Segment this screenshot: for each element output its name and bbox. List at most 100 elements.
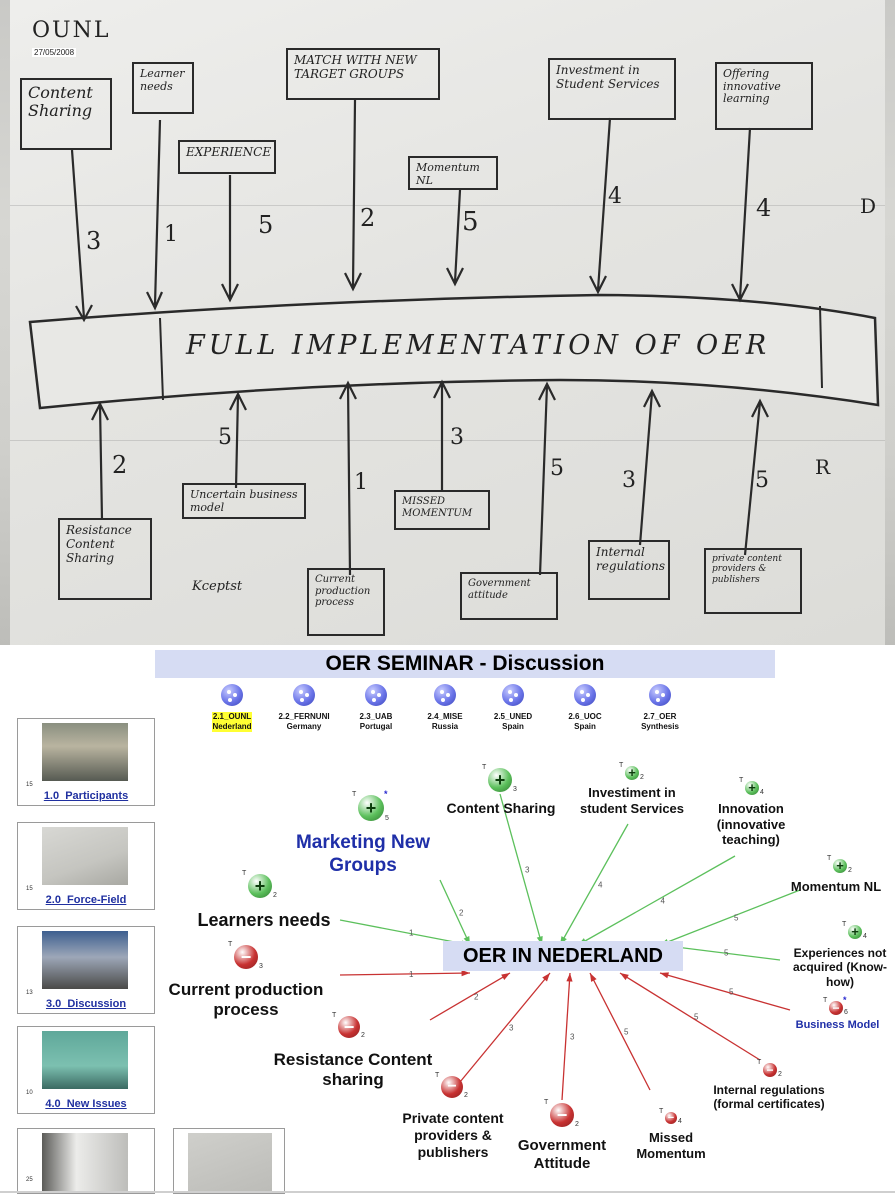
plus-circle-icon[interactable]: + — [358, 795, 384, 821]
node-label[interactable]: Government Attitude — [517, 1137, 607, 1172]
force-box: Uncertain business model — [182, 483, 306, 519]
type-marker: T — [659, 1108, 664, 1115]
type-marker: T — [739, 777, 744, 784]
thumbnail-caption[interactable]: 1.0_Participants — [43, 790, 129, 802]
thumbnail-count: 10 — [26, 1090, 33, 1096]
type-marker: T — [757, 1059, 762, 1066]
node-label[interactable]: Internal regulations (formal certificate… — [713, 1083, 825, 1112]
thumbnail-participants[interactable]: 15 1.0_Participants — [17, 718, 155, 806]
force-weight: 3 — [86, 227, 102, 255]
node-label[interactable]: Content Sharing — [446, 800, 556, 816]
force-arrow — [229, 391, 247, 489]
thumbnail-caption[interactable]: 4.0_New Issues — [45, 1098, 127, 1110]
node-label[interactable]: Learners needs — [197, 910, 331, 930]
thumbnail-count: 25 — [26, 1177, 33, 1183]
thumbnail-caption[interactable]: 2.0_Force-Field — [45, 894, 127, 906]
minus-circle-icon[interactable]: − — [338, 1016, 360, 1038]
thumbnail-image — [42, 827, 128, 885]
force-weight: 2 — [360, 204, 376, 232]
pro-edge — [577, 855, 736, 946]
con-arrowhead — [501, 973, 510, 980]
node-label[interactable]: Investiment in student Services — [579, 785, 685, 816]
thumbnail-discussion[interactable]: 13 3.0_Discussion — [17, 926, 155, 1014]
pro-edge — [339, 919, 471, 946]
force-weight: 2 — [112, 451, 128, 479]
pro-edge — [559, 823, 629, 946]
node-label[interactable]: Missed Momentum — [636, 1130, 706, 1161]
type-marker: T — [352, 791, 357, 798]
plus-circle-icon[interactable]: + — [833, 859, 847, 873]
map-node-icon — [365, 684, 387, 706]
node-label[interactable]: Momentum NL — [790, 879, 882, 894]
thumbnail-count: 15 — [26, 782, 33, 788]
map-node-icon — [574, 684, 596, 706]
force-arrow — [731, 127, 752, 303]
minus-circle-icon[interactable]: − — [441, 1076, 463, 1098]
edge-weight-label: 1 — [409, 929, 414, 938]
plus-circle-icon[interactable]: + — [248, 874, 272, 898]
force-weight: 5 — [258, 211, 274, 239]
con-arrowhead — [620, 973, 629, 981]
con-arrowhead — [542, 973, 550, 982]
flipchart-photo: OUNL 27/05/2008 FULL IMPLEMENTATION OF O… — [0, 0, 895, 645]
force-box: Content Sharing — [20, 78, 112, 150]
central-node[interactable]: OER IN NEDERLAND — [443, 941, 683, 971]
type-marker: T — [332, 1012, 337, 1019]
paper-crease — [10, 440, 885, 441]
force-box: MATCH WITH NEW TARGET GROUPS — [286, 48, 440, 100]
plus-circle-icon[interactable]: + — [488, 768, 512, 792]
node-label[interactable]: Resistance Content sharing — [273, 1050, 433, 1090]
minus-circle-icon[interactable]: − — [550, 1103, 574, 1127]
plus-circle-icon[interactable]: + — [848, 925, 862, 939]
node-count: 2 — [778, 1071, 782, 1078]
minus-circle-icon[interactable]: − — [763, 1063, 777, 1077]
node-label[interactable]: Private content providers & publishers — [402, 1110, 504, 1160]
type-marker: T — [242, 870, 247, 877]
force-box: Offering innovative learning — [715, 62, 813, 130]
con-edge — [429, 972, 511, 1021]
force-box: Momentum NL — [408, 156, 498, 190]
minus-circle-icon[interactable]: − — [234, 945, 258, 969]
flipchart-drawing — [28, 99, 880, 576]
map-node-icon — [434, 684, 456, 706]
thumbnail-force-field[interactable]: 15 2.0_Force-Field — [17, 822, 155, 910]
force-box: Current production process — [307, 568, 385, 636]
node-count: 2 — [575, 1121, 579, 1128]
node-label[interactable]: Experiences not acquired (Know-how) — [792, 946, 887, 989]
force-arrow — [446, 189, 464, 287]
pro-edge — [659, 889, 801, 946]
minus-circle-icon[interactable]: − — [665, 1112, 677, 1124]
node-count: 5 — [385, 815, 389, 822]
node-count: 2 — [361, 1032, 365, 1039]
node-label[interactable]: Business Model — [795, 1019, 880, 1031]
minus-circle-icon[interactable]: − — [829, 1001, 843, 1015]
node-label[interactable]: Current production process — [168, 980, 324, 1020]
map-node-icon — [221, 684, 243, 706]
thumbnail-image — [42, 1133, 128, 1191]
node-count: 4 — [678, 1118, 682, 1125]
force-box: private content providers & publishers — [704, 548, 802, 614]
thumbnail-image — [42, 1031, 128, 1089]
bar-divider — [159, 317, 164, 401]
node-label[interactable]: Innovation (innovative teaching) — [716, 801, 786, 848]
node-label[interactable]: Marketing New Groups — [295, 832, 431, 876]
pro-edge — [439, 879, 471, 946]
edge-weight-label: 5 — [724, 949, 729, 958]
con-arrowhead — [660, 972, 669, 979]
thumbnail-new-issues[interactable]: 10 4.0_New Issues — [17, 1026, 155, 1114]
plus-circle-icon[interactable]: + — [625, 766, 639, 780]
thumbnail-caption[interactable]: 3.0_Discussion — [45, 998, 127, 1010]
node-count: 3 — [513, 786, 517, 793]
plus-circle-icon[interactable]: + — [745, 781, 759, 795]
